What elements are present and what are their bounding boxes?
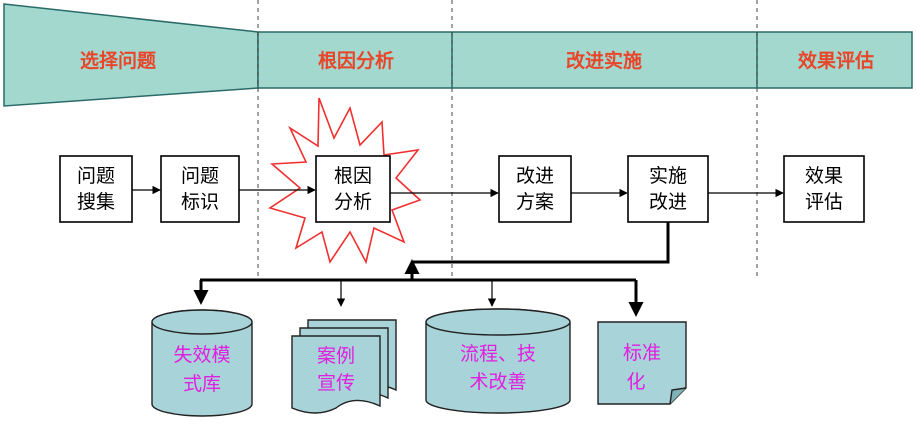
output-text-line2: 宣传 [317,372,355,394]
box-text-line1: 实施 [649,165,687,187]
box-text-line1: 改进 [516,165,554,187]
flow-arrows [132,185,784,198]
box-text-line2: 评估 [805,191,843,213]
box-text-line2: 标识 [181,191,219,213]
process-box-identify: 问题 标识 [160,155,240,223]
connector-implement-down [412,222,670,264]
output-process-improvement: 流程、技 术改善 [425,308,571,414]
output-text-line2: 式库 [183,373,221,395]
box-text-line1: 问题 [181,165,219,187]
box-text-line2: 改进 [649,191,687,213]
process-box-implement: 实施 改进 [627,155,709,223]
stage-label-implement: 改进实施 [566,49,642,72]
process-box-evaluate: 效果 评估 [783,155,865,223]
process-box-plan: 改进 方案 [498,155,572,223]
stage-label-select: 选择问题 [80,50,156,72]
output-text-line1: 失效模 [173,344,230,366]
output-connectors [193,222,670,317]
output-text-line1: 案例 [317,345,355,367]
stacked-documents-icon [291,319,397,414]
box-text-line2: 搜集 [77,191,115,213]
phase-band-bar [257,31,913,89]
output-case-publicity: 案例 宣传 [291,319,397,414]
output-failure-mode-db: 失效模 式库 [151,309,253,417]
output-text-line2: 术改善 [469,371,526,393]
box-text-line1: 根因 [334,165,372,187]
phase-band [3,3,913,107]
stage-label-evaluate: 效果评估 [798,49,874,72]
box-text-line1: 效果 [805,165,843,187]
output-text-line1: 标准 [623,342,661,364]
output-text-line1: 流程、技 [460,343,536,365]
output-text-line2: 化 [626,371,645,393]
box-text-line2: 方案 [516,191,554,213]
box-text-line1: 问题 [77,165,115,187]
box-text-line2: 分析 [334,191,372,213]
stage-label-root-cause: 根因分析 [318,49,394,72]
lane-dividers [257,0,758,280]
process-box-collect: 问题 搜集 [59,155,133,223]
output-standardization: 标准 化 [597,321,687,405]
process-box-root-cause: 根因 分析 [315,155,391,223]
